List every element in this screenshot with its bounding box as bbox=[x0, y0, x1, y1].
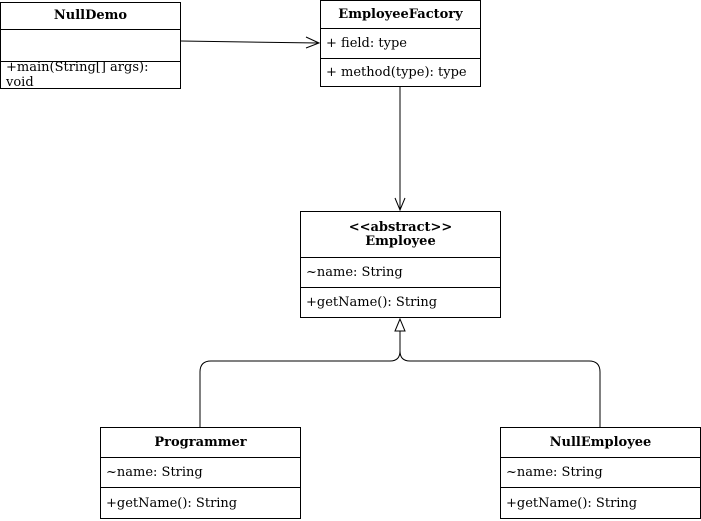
class-programmer-header: Programmer bbox=[101, 428, 300, 458]
class-programmer[interactable]: Programmer ~name: String +getName(): Str… bbox=[100, 427, 301, 519]
factory-to-employee-arrowhead bbox=[394, 197, 406, 212]
class-programmer-operations: +getName(): String bbox=[101, 488, 300, 518]
class-nullemployee-attributes: ~name: String bbox=[501, 458, 700, 488]
class-nulldemo[interactable]: NullDemo +main(String[] args): void bbox=[0, 2, 181, 90]
class-employeefactory-operations: + method(type): type bbox=[321, 59, 480, 86]
class-employee-attributes: ~name: String bbox=[301, 258, 500, 288]
class-employee-name: Employee bbox=[365, 233, 436, 249]
generalization-triangle bbox=[394, 317, 406, 332]
nulldemo-to-factory-arrow bbox=[180, 40, 319, 44]
class-employeefactory-header: EmployeeFactory bbox=[321, 1, 480, 29]
class-programmer-attribute: ~name: String bbox=[106, 465, 203, 480]
class-employee-operation: +getName(): String bbox=[306, 295, 438, 310]
nullemployee-generalization-line bbox=[399, 331, 601, 427]
class-employee-stereotype: <<abstract>> bbox=[348, 219, 453, 235]
class-nulldemo-operations: +main(String[] args): void bbox=[1, 60, 180, 90]
class-employeefactory-attribute: + field: type bbox=[326, 36, 407, 51]
class-nullemployee-name: NullEmployee bbox=[549, 434, 652, 450]
class-employee-attribute: ~name: String bbox=[306, 265, 403, 280]
class-employeefactory-name: EmployeeFactory bbox=[338, 6, 463, 22]
programmer-generalization-line bbox=[199, 331, 401, 427]
class-nullemployee[interactable]: NullEmployee ~name: String +getName(): S… bbox=[500, 427, 701, 519]
class-employeefactory-operation: + method(type): type bbox=[326, 65, 467, 80]
class-programmer-name: Programmer bbox=[154, 434, 247, 450]
class-employee-operations: +getName(): String bbox=[301, 288, 500, 317]
class-nullemployee-attribute: ~name: String bbox=[506, 465, 603, 480]
class-programmer-attributes: ~name: String bbox=[101, 458, 300, 488]
class-nulldemo-attributes bbox=[1, 30, 180, 62]
class-employee-header: <<abstract>> Employee bbox=[301, 212, 500, 258]
class-employeefactory-attributes: + field: type bbox=[321, 29, 480, 59]
class-nulldemo-operation: +main(String[] args): void bbox=[6, 60, 149, 90]
nulldemo-to-factory-arrowhead bbox=[305, 36, 321, 49]
class-nullemployee-operation: +getName(): String bbox=[506, 495, 638, 511]
class-nullemployee-operations: +getName(): String bbox=[501, 488, 700, 518]
class-nullemployee-header: NullEmployee bbox=[501, 428, 700, 458]
class-nulldemo-header: NullDemo bbox=[1, 3, 180, 30]
class-employeefactory[interactable]: EmployeeFactory + field: type + method(t… bbox=[320, 0, 481, 87]
class-nulldemo-name: NullDemo bbox=[53, 8, 128, 23]
class-programmer-operation: +getName(): String bbox=[106, 495, 238, 511]
class-employee[interactable]: <<abstract>> Employee ~name: String +get… bbox=[300, 211, 501, 318]
